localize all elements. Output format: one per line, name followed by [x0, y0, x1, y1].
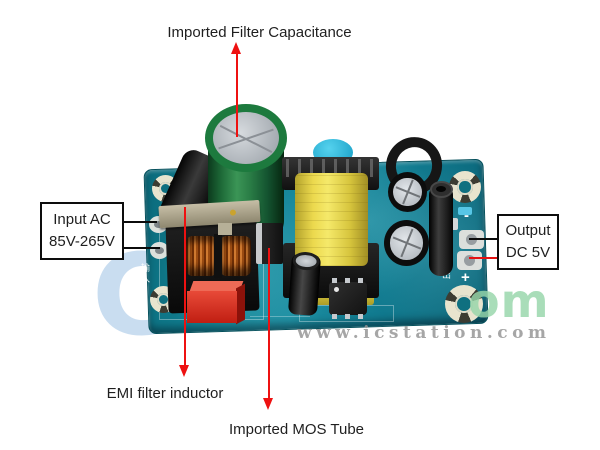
- output-inductor-top: [430, 181, 453, 198]
- website-watermark: www.icstation.com: [297, 323, 551, 343]
- output-connector-line-negative: [469, 238, 497, 240]
- red-film-capacitor: [187, 291, 237, 323]
- silkscreen-trace: [250, 316, 310, 317]
- small-electrolytic-capacitor: [287, 251, 322, 316]
- input-terminal-neutral: [150, 242, 169, 259]
- transformer-winding-yellow: [295, 173, 368, 266]
- emi-metal-tab: [218, 223, 232, 235]
- smd-component-blue: [458, 207, 472, 215]
- ic-pins-top: [332, 278, 364, 283]
- mos-arrow-line: [268, 248, 270, 400]
- output-label-line1: Output: [505, 222, 551, 240]
- emi-bobbin-divider: [214, 234, 222, 278]
- emi-arrow-line: [184, 207, 186, 367]
- output-connector-line-positive: [469, 257, 497, 259]
- output-label-box: Output DC 5V: [497, 214, 559, 270]
- filter-capacitor-top: [205, 104, 287, 172]
- silkscreen-input-text: 输入: [140, 263, 150, 285]
- mounting-hole-bottom-right: [445, 285, 483, 323]
- output-terminal-positive: [457, 251, 482, 270]
- input-label-line1: Input AC: [53, 211, 111, 229]
- input-connector-line-top: [124, 221, 157, 223]
- icstation-logo-watermark-right: om: [468, 274, 550, 328]
- capacitor-label: Imported Filter Capacitance: [167, 24, 352, 41]
- arrow-up-icon: [231, 42, 241, 54]
- emi-copper-coil-right: [220, 236, 251, 276]
- red-capacitor-side: [236, 283, 245, 325]
- capacitor-arrow-line: [236, 52, 238, 137]
- emi-label: EMI filter inductor: [106, 385, 224, 402]
- ic-pins-bottom: [332, 314, 364, 319]
- capacitor-vent-top: [390, 226, 423, 260]
- mos-label: Imported MOS Tube: [228, 421, 365, 438]
- output-capacitor-1: [388, 172, 427, 212]
- input-label-line2: 85V-265V: [49, 233, 115, 250]
- output-inductor-standing: [429, 184, 453, 276]
- emi-copper-coil-left: [186, 236, 217, 276]
- mounting-hole-top-right: [449, 171, 481, 203]
- input-connector-line-bottom: [124, 247, 160, 249]
- output-capacitor-2: [384, 220, 429, 266]
- optocoupler-ic: [329, 278, 367, 319]
- arrow-down-icon: [179, 365, 189, 377]
- input-label-box: Input AC 85V-265V: [40, 202, 124, 260]
- minus-symbol: -: [464, 207, 469, 224]
- capacitor-vent-top: [393, 177, 422, 207]
- arrow-down-icon: [263, 398, 273, 410]
- plus-symbol: +: [461, 269, 470, 286]
- output-label-line2: DC 5V: [505, 244, 551, 261]
